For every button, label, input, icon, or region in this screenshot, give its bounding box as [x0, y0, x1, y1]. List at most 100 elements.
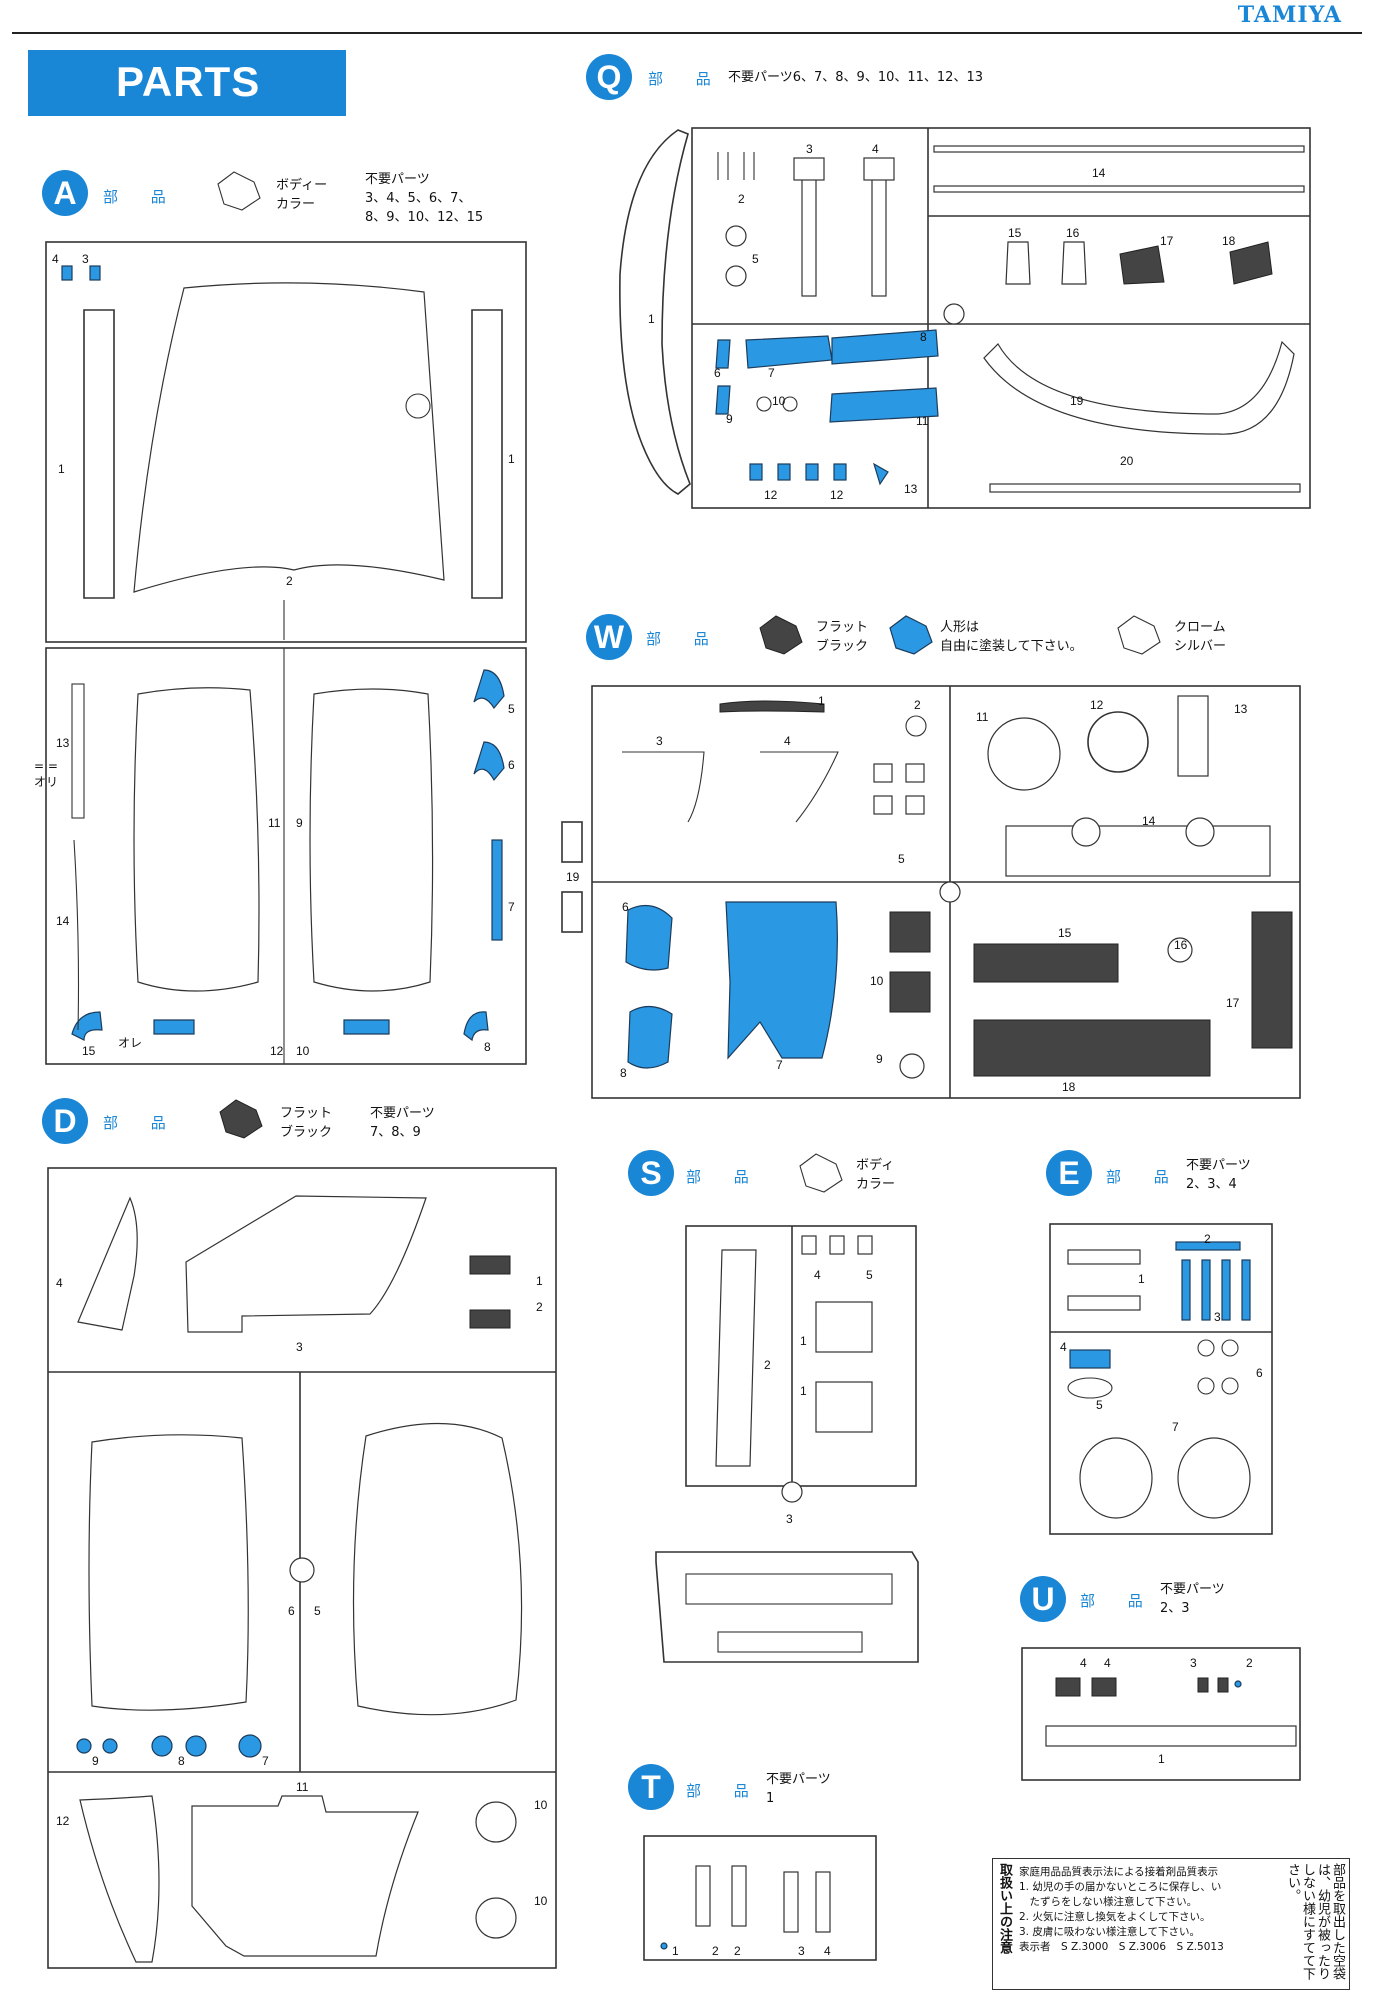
brand-logo: TAMIYA	[1237, 2, 1342, 28]
notice-side-label: 取扱い上の注意	[997, 1863, 1012, 1954]
part-label: 1	[800, 1334, 807, 1348]
part-label: 9	[92, 1754, 99, 1768]
part-label: 1	[508, 452, 515, 466]
part-label: 6	[508, 758, 515, 772]
part-label: 6	[1256, 1366, 1263, 1380]
part-label: 10	[870, 974, 884, 988]
section-d-legend: フラット ブラック	[280, 1106, 333, 1140]
part-label: 6	[288, 1604, 295, 1618]
part-label: 1	[648, 312, 655, 326]
part-label: 2	[286, 574, 293, 588]
notice-line: 3. 皮膚に吸わない様注意して下さい。	[1019, 1926, 1201, 1938]
part-label: 6	[714, 366, 721, 380]
parts-title-banner: PARTS	[28, 50, 346, 116]
part-label: 3	[798, 1944, 805, 1958]
part-label: 15	[1008, 226, 1022, 240]
part-label: 9	[296, 816, 303, 830]
part-label: 1	[818, 694, 825, 708]
sprue-a-diagram	[45, 241, 527, 1065]
section-e-buhin: 部 品	[1106, 1168, 1183, 1186]
part-label: 12	[270, 1044, 284, 1058]
part-label: 15	[82, 1044, 96, 1058]
part-label: 17	[1226, 996, 1240, 1010]
part-label: 4	[872, 142, 879, 156]
top-rule	[12, 32, 1362, 34]
section-d-unused: 不要パーツ 7、8、9	[370, 1106, 435, 1140]
section-a-buhin: 部 品	[103, 188, 180, 206]
flat-black-swatch-icon	[759, 615, 803, 655]
part-label: 10	[296, 1044, 310, 1058]
part-label: 2	[738, 192, 745, 206]
section-a-badge: A	[42, 170, 88, 216]
section-q-badge: Q	[586, 54, 632, 100]
part-label: 8	[178, 1754, 185, 1768]
part-label: 9	[726, 412, 733, 426]
part-label: 4	[1104, 1656, 1111, 1670]
part-label: 20	[1120, 454, 1134, 468]
part-label: 1	[1158, 1752, 1165, 1766]
section-t-unused: 不要パーツ 1	[766, 1772, 831, 1806]
part-label: 10	[534, 1894, 548, 1908]
part-label: 11	[296, 1780, 309, 1794]
part-label: 4	[784, 734, 791, 748]
section-s-buhin: 部 品	[686, 1168, 763, 1186]
part-label: 9	[876, 1052, 883, 1066]
part-label: 14	[1092, 166, 1106, 180]
sprue-w-diagram	[561, 685, 1301, 1099]
part-label: 1	[58, 462, 65, 476]
part-label: 5	[314, 1604, 321, 1618]
part-label: 1	[800, 1384, 807, 1398]
part-label: 7	[262, 1754, 269, 1768]
part-label: 3	[1214, 1310, 1221, 1324]
part-label: 12	[830, 488, 844, 502]
part-label: 8	[484, 1040, 491, 1054]
part-label: 5	[866, 1268, 873, 1282]
part-label: 14	[1142, 814, 1156, 828]
part-label: 2	[712, 1944, 719, 1958]
part-label: 15	[1058, 926, 1072, 940]
part-label: 3	[656, 734, 663, 748]
part-label: 7	[768, 366, 775, 380]
part-label: 18	[1222, 234, 1236, 248]
part-label: 7	[1172, 1420, 1179, 1434]
part-label: 19	[1070, 394, 1084, 408]
part-label: 2	[1246, 1656, 1253, 1670]
part-label: 4	[814, 1268, 821, 1282]
part-label: 16	[1066, 226, 1080, 240]
part-label: 17	[1160, 234, 1174, 248]
part-label: 5	[1096, 1398, 1103, 1412]
section-q-unused: 不要パーツ6、7、8、9、10、11、12、13	[728, 70, 983, 85]
part-label: 2	[1204, 1232, 1211, 1246]
part-label: 8	[920, 330, 927, 344]
section-s-badge: S	[628, 1150, 674, 1196]
sprue-q-diagram	[619, 127, 1311, 509]
sprue-s-diagram	[655, 1225, 919, 1663]
part-label: 11	[976, 710, 989, 724]
section-w-buhin: 部 品	[646, 630, 723, 648]
section-w-legend-black: フラット ブラック	[816, 620, 869, 654]
part-label: 3	[1190, 1656, 1197, 1670]
section-w-badge: W	[586, 614, 632, 660]
adhesive-quality-notice: 取扱い上の注意 家庭用品品質表示法による接着剤品質表示 1. 幼児の手の届かない…	[992, 1858, 1350, 1990]
part-label: 11	[916, 414, 929, 428]
part-label: 2	[536, 1300, 543, 1314]
section-w-legend-chrome: クローム シルバー	[1174, 620, 1227, 654]
part-label: オレ	[118, 1036, 143, 1050]
part-label: 13	[1234, 702, 1248, 716]
section-d-badge: D	[42, 1098, 88, 1144]
body-color-swatch-icon	[799, 1153, 843, 1193]
flat-black-swatch-icon	[219, 1099, 263, 1139]
part-label: 7	[508, 900, 515, 914]
section-e-badge: E	[1046, 1150, 1092, 1196]
section-q-buhin: 部 品	[648, 70, 725, 88]
page-title: PARTS	[116, 58, 261, 105]
section-t-badge: T	[628, 1764, 674, 1810]
part-label: 5	[508, 702, 515, 716]
part-label: 13	[56, 736, 70, 750]
part-label: 3	[296, 1340, 303, 1354]
notice-line: たずらをしない様注意して下さい。	[1019, 1896, 1198, 1908]
part-label: 7	[776, 1058, 783, 1072]
section-w-legend-figure: 人形は 自由に塗装して下さい。	[940, 620, 1083, 654]
section-a-unused: 不要パーツ 3、4、5、6、7、 8、9、10、12、15	[365, 172, 484, 225]
section-u-unused: 不要パーツ 2、3	[1160, 1582, 1225, 1616]
